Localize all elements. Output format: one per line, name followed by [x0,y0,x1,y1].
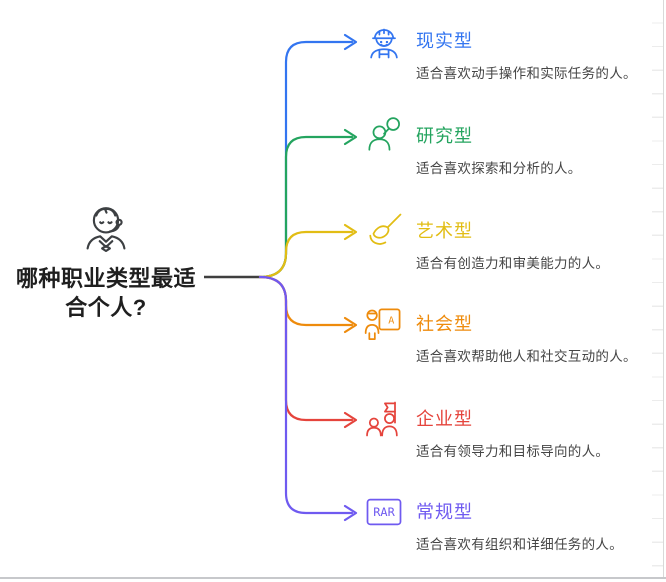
branch-description: 适合有领导力和目标导向的人。 [416,444,610,459]
arrowhead-icon [343,223,358,241]
branch-label: 研究型 [416,126,473,146]
central-title-line2: 合个人? [65,295,147,320]
branch-label: 现实型 [416,31,473,51]
right-edge-ticks [652,0,663,578]
central-topic-title: 哪种职业类型最适 合个人? [4,264,208,322]
worker-hardhat-icon [362,19,406,63]
branch-connector-enterprising [258,275,358,429]
branch-connector-social [258,275,358,334]
arrowhead-icon [343,411,358,429]
arrowhead-icon [343,33,358,51]
paintbrush-icon [362,209,406,253]
svg-text:A: A [388,316,394,327]
branch-description: 适合喜欢有组织和详细任务的人。 [416,537,623,552]
branch-description: 适合喜欢帮助他人和社交互动的人。 [416,349,637,364]
branch-node-artistic[interactable]: 艺术型 适合有创造力和审美能力的人。 [362,209,666,273]
branch-connector-realistic [258,33,358,279]
arrowhead-icon [343,504,358,522]
branch-connector-conventional [258,275,358,522]
branch-label: 常规型 [416,502,473,522]
branch-node-investigative[interactable]: 研究型 适合喜欢探索和分析的人。 [362,114,666,178]
branch-description: 适合有创造力和审美能力的人。 [416,256,610,271]
branch-node-conventional[interactable]: RAR 常规型 适合喜欢有组织和详细任务的人。 [362,490,666,554]
branch-connector-artistic [258,223,358,279]
branch-node-realistic[interactable]: 现实型 适合喜欢动手操作和实际任务的人。 [362,19,666,83]
branch-node-enterprising[interactable]: 企业型 适合有领导力和目标导向的人。 [362,397,666,461]
central-title-line1: 哪种职业类型最适 [15,266,196,291]
consultant-headset-icon [86,207,126,253]
bottom-edge-line [0,577,666,579]
teacher-board-icon: A [362,302,406,346]
arrowhead-icon [343,128,358,146]
branch-node-social[interactable]: A 社会型 适合喜欢帮助他人和社交互动的人。 [362,302,666,366]
central-topic-node[interactable]: 哪种职业类型最适 合个人? [4,200,208,322]
researcher-magnifier-icon [362,114,406,158]
branch-description: 适合喜欢动手操作和实际任务的人。 [416,66,637,81]
branch-label: 企业型 [416,409,473,429]
arrowhead-icon [343,316,358,334]
branch-label: 社会型 [416,314,473,334]
branch-label: 艺术型 [416,221,473,241]
branch-description: 适合喜欢探索和分析的人。 [416,161,582,176]
svg-text:RAR: RAR [373,505,395,519]
right-edge-line [663,0,664,578]
branch-connector-investigative [258,128,358,279]
rar-archive-icon: RAR [362,490,406,534]
leader-flag-icon [362,397,406,441]
